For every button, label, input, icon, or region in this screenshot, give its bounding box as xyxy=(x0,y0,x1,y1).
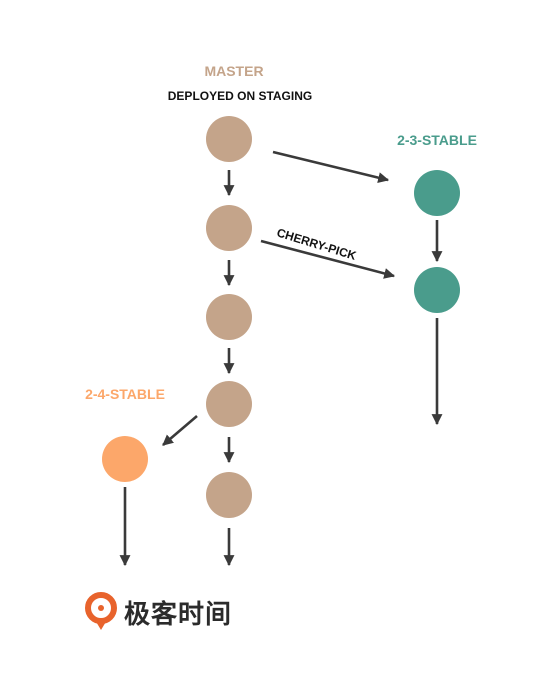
cherry-pick-label: CHERRY-PICK xyxy=(275,225,358,263)
master-deployed-label: DEPLOYED ON STAGING xyxy=(168,89,312,103)
cherry-pick-arrow xyxy=(260,239,396,279)
stable23-commit-2 xyxy=(414,267,460,313)
geektime-logo-icon xyxy=(85,592,117,630)
master-branch-label: MASTER xyxy=(204,63,263,79)
master-commit-1 xyxy=(206,116,252,162)
branch-arrow-to-stable23 xyxy=(272,150,390,183)
geektime-logo-text: 极客时间 xyxy=(124,599,233,630)
master-commit-5 xyxy=(206,472,252,518)
stable24-branch-label: 2-4-STABLE xyxy=(85,386,165,402)
geektime-logo: 极客时间 xyxy=(84,589,232,635)
master-commit-4 xyxy=(206,381,252,427)
stable23-branch-label: 2-3-STABLE xyxy=(397,132,477,148)
stable24-commit-1 xyxy=(102,436,148,482)
master-commit-2 xyxy=(206,205,252,251)
master-commit-3 xyxy=(206,294,252,340)
stable23-commit-1 xyxy=(414,170,460,216)
branch-arrow-to-stable24 xyxy=(162,415,198,446)
